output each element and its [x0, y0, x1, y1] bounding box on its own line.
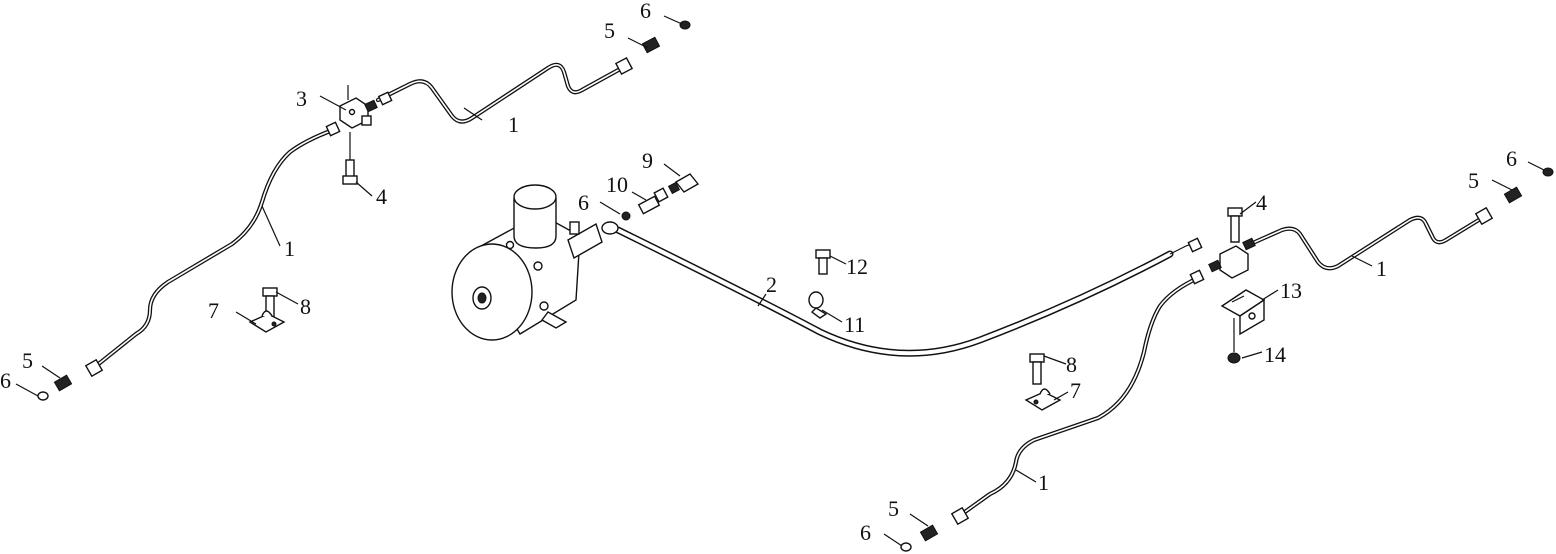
- bolt-12: [815, 249, 831, 275]
- fitting-set-bottom: [900, 506, 970, 552]
- brake-hose: [614, 226, 1197, 357]
- callout-1-right: 1: [1376, 256, 1387, 281]
- tee-block-left: [325, 91, 393, 137]
- clip-left-7: [248, 310, 286, 333]
- callout-6-left: 6: [0, 368, 11, 393]
- callout-5-bottom: 5: [888, 496, 899, 521]
- fitting-set-top: [614, 20, 691, 76]
- master-cylinder: [451, 184, 619, 341]
- nut-14: [1227, 318, 1241, 364]
- callout-14: 14: [1264, 342, 1286, 367]
- bolt-left-4: [342, 132, 358, 185]
- callout-6-top: 6: [640, 0, 651, 23]
- callout-1-left: 1: [284, 236, 295, 261]
- callout-1-bottom: 1: [1038, 470, 1049, 495]
- callout-labels: 1 1 1 1 2 3 4 4 5 5 5 5 6 6 6 6 6 7 7 8 …: [0, 0, 1517, 545]
- callout-5-top: 5: [604, 18, 615, 43]
- callout-4-left: 4: [376, 184, 387, 209]
- leader-lines: [15, 15, 1545, 547]
- callout-5-left: 5: [22, 348, 33, 373]
- callout-12: 12: [846, 254, 868, 279]
- callout-13: 13: [1280, 278, 1302, 303]
- callout-9: 9: [642, 148, 653, 173]
- callout-6-bottom: 6: [860, 520, 871, 545]
- callout-2: 2: [766, 272, 777, 297]
- callout-6-center: 6: [578, 190, 589, 215]
- brake-pipe-right-long: [959, 275, 1201, 517]
- fitting-9: [667, 173, 700, 195]
- adapter-10: [621, 187, 669, 221]
- callout-8-left: 8: [300, 294, 311, 319]
- callout-8-right: 8: [1066, 352, 1077, 377]
- callout-3: 3: [296, 86, 307, 111]
- fitting-set-right-top: [1474, 167, 1554, 226]
- callout-10: 10: [606, 172, 628, 197]
- callout-5-right: 5: [1468, 168, 1479, 193]
- callout-4-right: 4: [1256, 190, 1267, 215]
- callout-6-right: 6: [1506, 146, 1517, 171]
- callout-7-right: 7: [1070, 378, 1081, 403]
- callout-11: 11: [844, 312, 865, 337]
- brake-pipe-left-long: [93, 127, 336, 369]
- clip-right-7: [1024, 388, 1062, 411]
- bolt-right-8: [1029, 353, 1045, 385]
- clip-11: [808, 291, 828, 319]
- tee-block-right: [1187, 237, 1256, 285]
- callout-1-upper: 1: [508, 112, 519, 137]
- bolt-right-4: [1227, 207, 1243, 243]
- fitting-set-left-bottom: [37, 358, 104, 401]
- callout-7-left: 7: [208, 298, 219, 323]
- bracket-13: [1220, 289, 1266, 336]
- brake-pipe-right-upper: [1252, 215, 1485, 271]
- brake-pipe-upper-left: [375, 62, 625, 124]
